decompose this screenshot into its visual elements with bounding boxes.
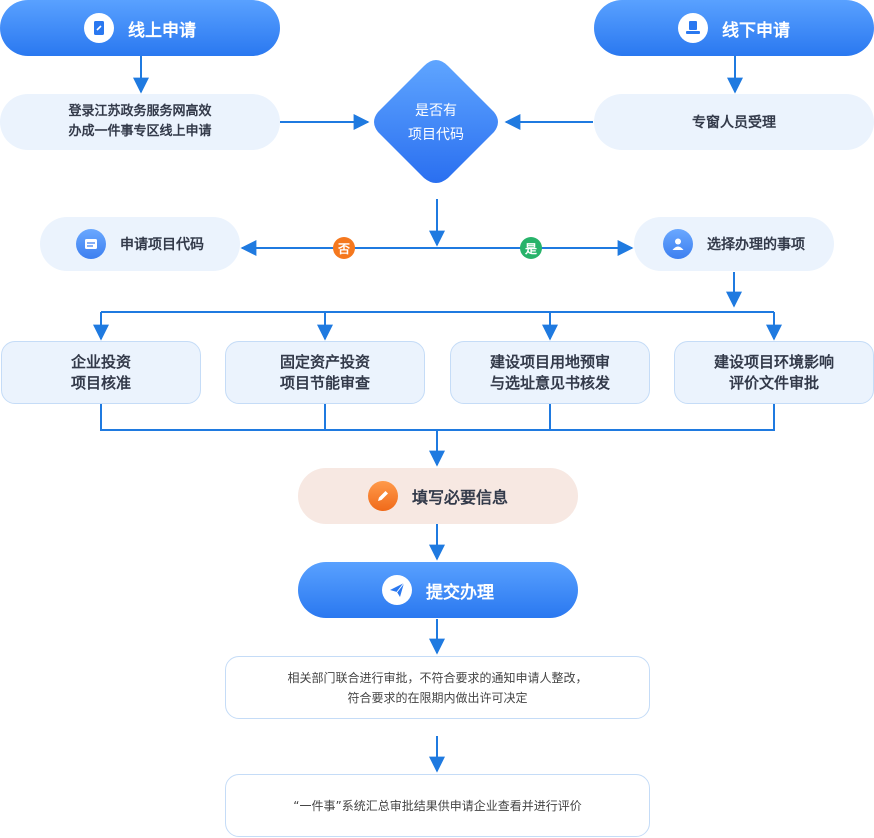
apply-project-code-label: 申请项目代码 <box>120 237 204 253</box>
item-box-3: 建设项目用地预审 与选址意见书核发 <box>450 341 650 404</box>
item-1-line2: 项目核准 <box>70 373 131 392</box>
submit-pill: 提交办理 <box>298 562 578 618</box>
item-box-4: 建设项目环境影响 评价文件审批 <box>674 341 874 404</box>
item-2-line2: 项目节能审查 <box>279 373 370 392</box>
item-4-line1: 建设项目环境影响 <box>713 352 834 371</box>
online-step-line1: 登录江苏政务服务网高效 <box>68 104 212 119</box>
review-note-line2: 符合要求的在限期内做出许可决定 <box>347 690 528 705</box>
online-application-pill: 线上申请 <box>0 0 280 56</box>
person-icon <box>663 229 693 259</box>
item-box-2: 固定资产投资 项目节能审查 <box>225 341 425 404</box>
online-step-box: 登录江苏政务服务网高效 办成一件事专区线上申请 <box>0 94 280 150</box>
offline-application-label: 线下申请 <box>722 20 790 41</box>
offline-application-pill: 线下申请 <box>594 0 874 56</box>
fill-info-label: 填写必要信息 <box>411 488 508 507</box>
offline-step-label: 专窗人员受理 <box>692 115 776 131</box>
apply-project-code-box: 申请项目代码 <box>40 217 240 271</box>
item-1-line1: 企业投资 <box>70 352 131 371</box>
pencil-icon <box>367 481 398 511</box>
edit-document-icon <box>84 13 114 43</box>
mail-icon <box>76 229 106 259</box>
choose-item-label: 选择办理的事项 <box>707 237 805 253</box>
counter-desk-icon <box>678 13 708 43</box>
item-3-line2: 与选址意见书核发 <box>489 373 610 392</box>
online-application-label: 线上申请 <box>128 20 196 41</box>
summary-note-text: “一件事”系统汇总审批结果供申请企业查看并进行评价 <box>293 798 582 813</box>
decision-diamond-shape <box>374 60 498 183</box>
item-3-line1: 建设项目用地预审 <box>489 352 610 371</box>
fill-info-pill: 填写必要信息 <box>298 468 578 524</box>
branch-bottom-bus <box>100 404 775 431</box>
offline-step-box: 专窗人员受理 <box>594 94 874 150</box>
paper-plane-icon <box>382 575 412 605</box>
item-4-line2: 评价文件审批 <box>728 373 819 392</box>
item-box-1: 企业投资 项目核准 <box>1 341 201 404</box>
decision-diamond: 是否有 项目代码 <box>368 56 504 190</box>
branch-yes-badge: 是 <box>520 237 542 259</box>
decision-line1: 是否有 <box>415 103 457 119</box>
online-step-line2: 办成一件事专区线上申请 <box>68 124 212 139</box>
choose-item-box: 选择办理的事项 <box>634 217 834 271</box>
item-2-line1: 固定资产投资 <box>279 352 370 371</box>
decision-line2: 项目代码 <box>408 127 464 143</box>
review-note-line1: 相关部门联合进行审批，不符合要求的通知申请人整改， <box>287 670 588 685</box>
branch-no-badge: 否 <box>333 237 355 259</box>
summary-note-box: “一件事”系统汇总审批结果供申请企业查看并进行评价 <box>225 774 650 837</box>
submit-label: 提交办理 <box>426 582 494 603</box>
review-note-box: 相关部门联合进行审批，不符合要求的通知申请人整改， 符合要求的在限期内做出许可决… <box>225 656 650 719</box>
